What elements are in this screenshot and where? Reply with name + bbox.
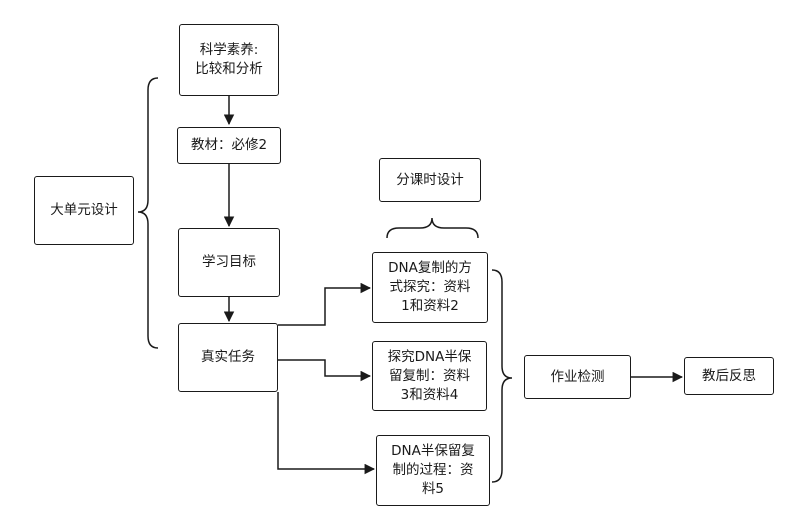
literacy-node: 科学素养: 比较和分析 [179, 24, 279, 96]
homework-label: 作业检测 [550, 368, 605, 385]
lesson2-label: 探究DNA半保 留复制：资料 3和资料4 [387, 348, 472, 403]
goals-label: 学习目标 [202, 254, 256, 270]
literacy-label: 科学素养: 比较和分析 [195, 42, 263, 77]
lesson1-label: DNA复制的方 式探究：资料 1和资料2 [388, 260, 472, 314]
lessons-right-brace [491, 269, 513, 483]
unit-design-label: 大单元设计 [50, 202, 118, 218]
lesson-design-node: 分课时设计 [379, 158, 481, 202]
arrow-tasks-to-lesson2 [278, 359, 372, 382]
lesson3-label: DNA半保留复 制的过程：资 料5 [391, 443, 475, 497]
lesson1-node: DNA复制的方 式探究：资料 1和资料2 [372, 252, 488, 323]
goals-node: 学习目标 [178, 228, 280, 297]
reflection-node: 教后反思 [684, 357, 774, 395]
textbook-label: 教材：必修2 [190, 137, 268, 153]
arrow-tasks-to-lesson3 [277, 392, 376, 475]
arrow-tasks-to-lesson1 [278, 282, 372, 326]
lesson-group-brace [386, 217, 479, 239]
tasks-node: 真实任务 [178, 323, 278, 392]
lesson3-node: DNA半保留复 制的过程：资 料5 [376, 435, 490, 506]
homework-node: 作业检测 [524, 355, 631, 399]
textbook-node: 教材：必修2 [177, 127, 281, 164]
lesson2-node: 探究DNA半保 留复制：资料 3和资料4 [372, 341, 487, 411]
tasks-label: 真实任务 [201, 349, 255, 365]
left-brace [137, 77, 159, 349]
reflection-label: 教后反思 [702, 367, 756, 384]
unit-design-node: 大单元设计 [34, 176, 134, 245]
lesson-design-label: 分课时设计 [396, 171, 464, 188]
